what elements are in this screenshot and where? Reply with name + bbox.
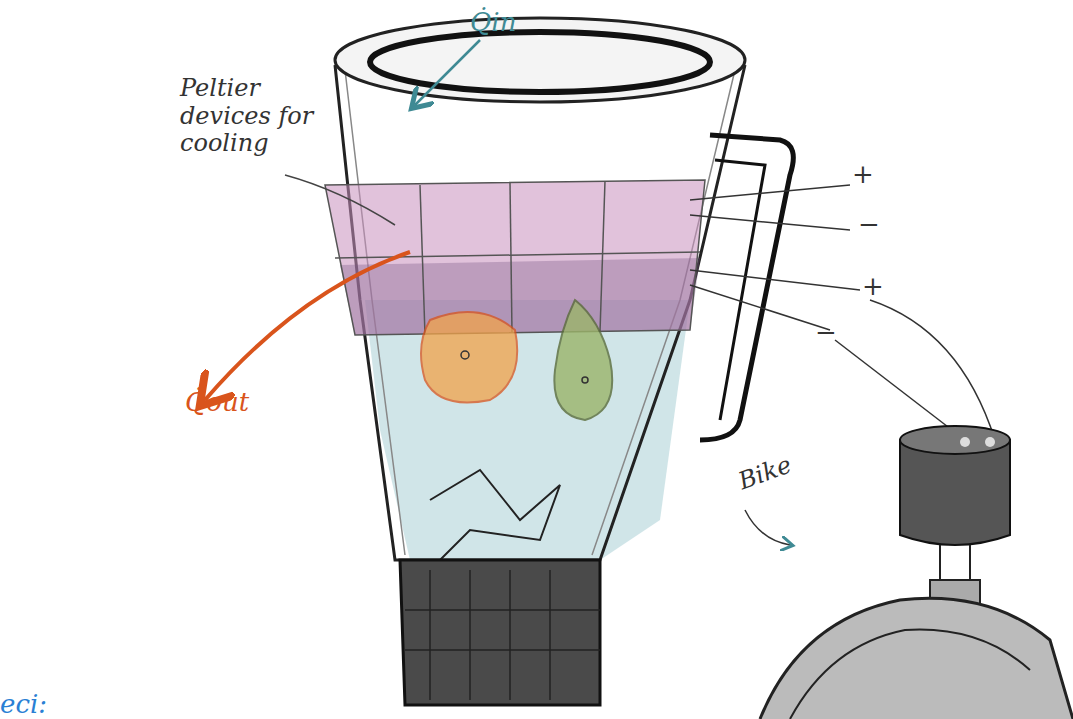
cropped-text: eci:	[0, 690, 80, 719]
orange-fruit	[421, 312, 517, 403]
terminal-sign: −	[858, 210, 888, 240]
heat-in-arrow	[415, 40, 480, 105]
wires	[690, 185, 995, 440]
jar-outline	[335, 65, 745, 560]
peltier-band	[325, 180, 705, 335]
liquid	[365, 300, 690, 560]
heat-label: Q̇out	[185, 388, 275, 418]
blender-blades	[430, 470, 560, 560]
blender-base	[400, 560, 600, 705]
leader-line	[285, 175, 395, 225]
callout-note: Peltier devices for cooling	[180, 75, 340, 158]
pear-fruit	[554, 300, 612, 420]
jar-handle	[700, 135, 793, 440]
bike-wheel	[760, 598, 1073, 719]
part-name: Bike	[735, 439, 829, 496]
terminal-sign: −	[815, 318, 845, 348]
jar-rim	[335, 18, 745, 102]
terminal-sign: +	[852, 160, 882, 190]
terminal-sign: +	[862, 272, 892, 302]
heat-label: Q̇in	[470, 8, 550, 38]
heat-out-arrow	[205, 252, 410, 400]
generator	[900, 440, 1010, 545]
